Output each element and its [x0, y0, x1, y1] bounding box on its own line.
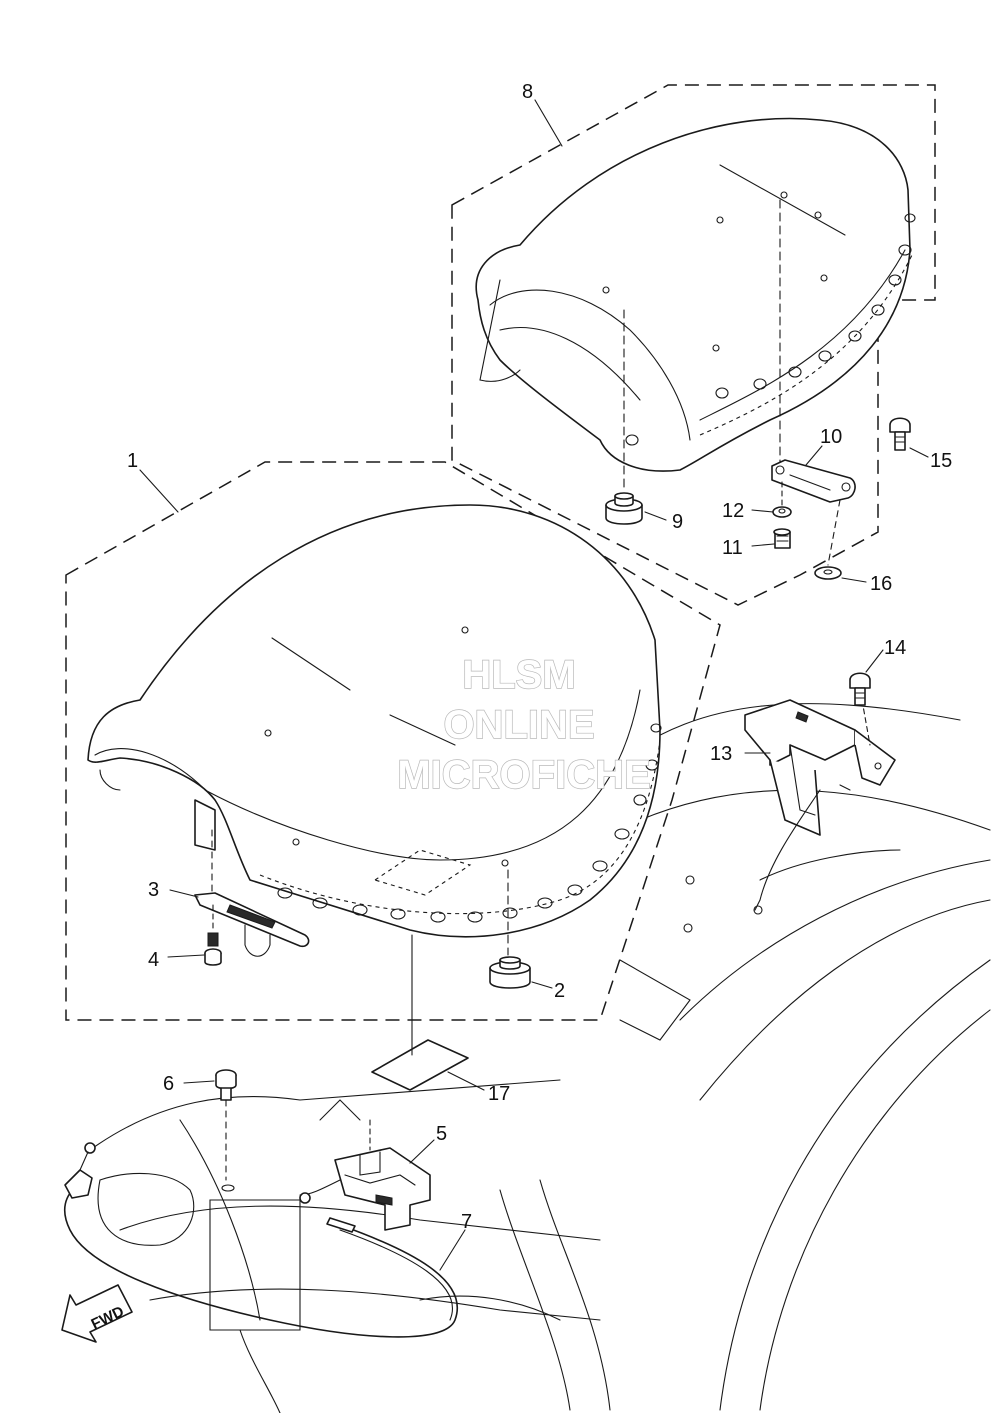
- forward-direction-arrow: FWD: [61, 1284, 133, 1343]
- callout-6: 6: [163, 1073, 174, 1095]
- callout-8: 8: [522, 81, 533, 103]
- bolt-14[interactable]: [849, 672, 871, 706]
- front-seat-boundary: [65, 461, 721, 1021]
- callout-15: 15: [930, 450, 952, 472]
- callout-14: 14: [884, 637, 906, 659]
- bolt-6[interactable]: [215, 1069, 237, 1192]
- bolt-15[interactable]: [889, 417, 911, 451]
- bracket-3[interactable]: [194, 829, 310, 957]
- cushion-2[interactable]: [489, 869, 531, 989]
- callout-4: 4: [148, 949, 159, 971]
- front-seat-studs: [264, 626, 662, 923]
- bolt-11[interactable]: [773, 528, 791, 549]
- callout-12: 12: [722, 500, 744, 522]
- callout-9: 9: [672, 511, 683, 533]
- washer-16[interactable]: [814, 499, 842, 580]
- callout-5: 5: [436, 1123, 447, 1145]
- callout-numbers: 1 2 3 4 5 6 7 8 9 10 11 12 13 14 15 16 1…: [127, 81, 952, 1233]
- cushion-9[interactable]: [605, 309, 643, 525]
- cable-7[interactable]: [63, 1142, 458, 1338]
- callout-16: 16: [870, 573, 892, 595]
- callout-3: 3: [148, 879, 159, 901]
- callout-17: 17: [488, 1083, 510, 1105]
- callout-11: 11: [722, 537, 743, 559]
- callout-7: 7: [461, 1211, 472, 1233]
- watermark-line-1: HLSM: [462, 653, 575, 697]
- rear-seat-studs: [602, 191, 916, 446]
- washer-12[interactable]: [772, 481, 792, 518]
- callout-2: 2: [554, 980, 565, 1002]
- leader-lines: [139, 99, 929, 1271]
- label-17[interactable]: [371, 934, 469, 1091]
- rear-seat-boundary: [451, 84, 936, 606]
- watermark-line-3: MICROFICHE: [397, 753, 650, 797]
- seat-lock-5[interactable]: [299, 1119, 431, 1231]
- watermark: HLSM ONLINE MICROFICHE: [397, 652, 652, 797]
- bracket-13[interactable]: [744, 699, 896, 911]
- callout-10: 10: [820, 426, 842, 448]
- callout-1: 1: [127, 450, 138, 472]
- front-seat[interactable]: [87, 504, 662, 938]
- watermark-line-2: ONLINE: [443, 703, 594, 747]
- bracket-10[interactable]: [771, 199, 856, 503]
- callout-13: 13: [710, 743, 732, 765]
- rear-seat[interactable]: [475, 117, 916, 472]
- bolt-4[interactable]: [204, 904, 222, 966]
